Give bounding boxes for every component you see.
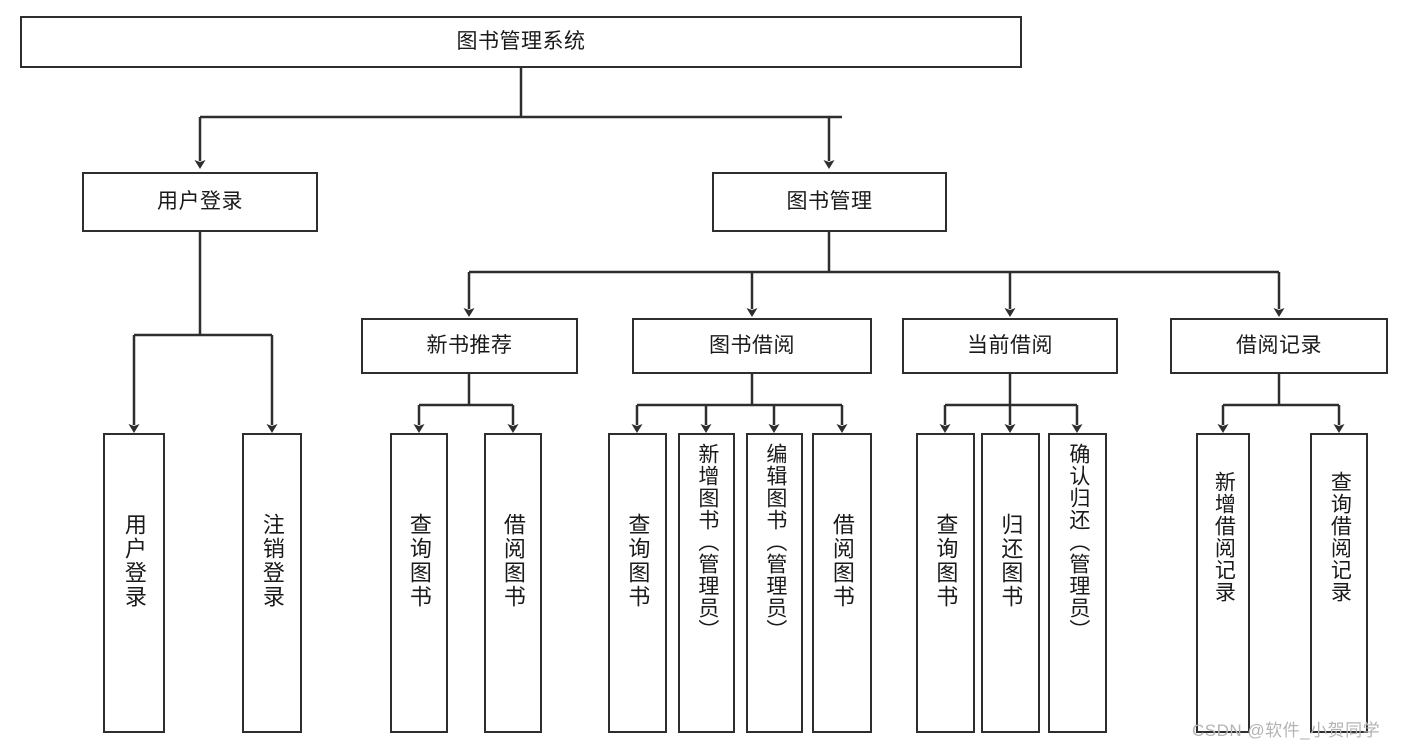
node-book-borrow-label: 图书借阅: [709, 333, 795, 357]
node-root-label: 图书管理系统: [456, 29, 586, 53]
node-leaf-query-book-2-label: 查询图书: [625, 513, 651, 609]
node-leaf-borrow-book-1-label: 借阅图书: [500, 513, 526, 609]
node-leaf-add-record[interactable]: 新增借阅记录: [1196, 433, 1250, 733]
node-leaf-add-book-label: 新增图书（管理员）: [695, 443, 719, 641]
node-leaf-query-book-3-label: 查询图书: [933, 513, 959, 609]
node-new-book-rec-label: 新书推荐: [426, 333, 513, 357]
node-leaf-query-record-label: 查询借阅记录: [1328, 471, 1352, 603]
node-leaf-query-book-1-label: 查询图书: [406, 513, 432, 609]
node-book-manage[interactable]: 图书管理: [712, 172, 947, 232]
node-leaf-query-book-3[interactable]: 查询图书: [916, 433, 975, 733]
node-leaf-query-book-1[interactable]: 查询图书: [390, 433, 448, 733]
node-leaf-logout[interactable]: 注销登录: [242, 433, 302, 733]
node-new-book-rec[interactable]: 新书推荐: [361, 318, 578, 374]
node-book-manage-label: 图书管理: [786, 189, 873, 213]
node-user-login[interactable]: 用户登录: [82, 172, 318, 232]
node-leaf-add-book[interactable]: 新增图书（管理员）: [678, 433, 735, 733]
node-leaf-confirm-return-label: 确认归还（管理员）: [1066, 443, 1090, 641]
node-leaf-user-login[interactable]: 用户登录: [103, 433, 165, 733]
node-book-borrow[interactable]: 图书借阅: [632, 318, 872, 374]
node-root[interactable]: 图书管理系统: [20, 16, 1022, 68]
node-leaf-query-book-2[interactable]: 查询图书: [608, 433, 667, 733]
node-borrow-record[interactable]: 借阅记录: [1170, 318, 1388, 374]
node-leaf-edit-book[interactable]: 编辑图书（管理员）: [746, 433, 803, 733]
node-leaf-logout-label: 注销登录: [259, 513, 285, 609]
node-leaf-borrow-book-1[interactable]: 借阅图书: [484, 433, 542, 733]
node-user-login-label: 用户登录: [157, 189, 243, 213]
node-leaf-return-book-label: 归还图书: [998, 513, 1024, 609]
node-borrow-record-label: 借阅记录: [1236, 333, 1322, 357]
csdn-watermark: CSDN @软件_小贺同学: [1192, 721, 1381, 740]
node-leaf-add-record-label: 新增借阅记录: [1212, 471, 1236, 603]
node-leaf-confirm-return[interactable]: 确认归还（管理员）: [1048, 433, 1107, 733]
node-leaf-user-login-label: 用户登录: [121, 513, 147, 609]
node-current-borrow[interactable]: 当前借阅: [902, 318, 1118, 374]
node-leaf-return-book[interactable]: 归还图书: [981, 433, 1040, 733]
node-current-borrow-label: 当前借阅: [967, 333, 1053, 357]
node-leaf-edit-book-label: 编辑图书（管理员）: [763, 443, 787, 641]
node-leaf-borrow-book-2-label: 借阅图书: [829, 513, 855, 609]
node-leaf-query-record[interactable]: 查询借阅记录: [1310, 433, 1368, 733]
node-leaf-borrow-book-2[interactable]: 借阅图书: [812, 433, 872, 733]
